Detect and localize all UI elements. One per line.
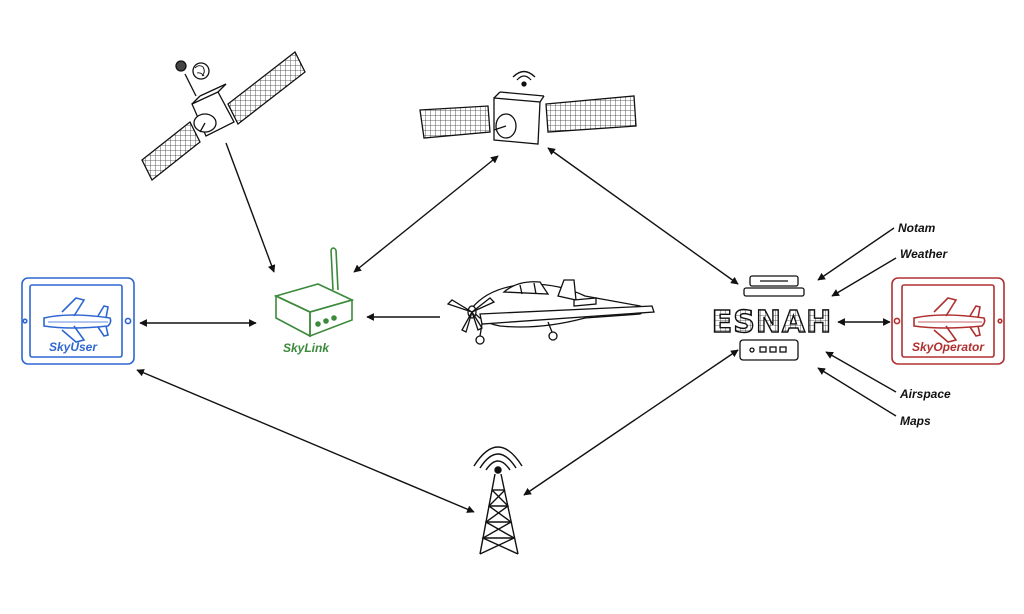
satellite-gps — [141, 51, 306, 182]
arrow-maps-to-esnah — [817, 367, 897, 417]
notam-label: Notam — [898, 221, 936, 235]
airplane-icon — [446, 279, 655, 345]
arrow-notam-to-esnah — [817, 227, 895, 281]
arrow-satellite-comm-skylink — [353, 155, 499, 273]
radio-tower-icon — [473, 446, 523, 555]
esnah-label: ESNAH — [712, 305, 833, 340]
skyuser-node: SkyUser — [21, 277, 135, 365]
arrow-satellite-gps-to-skylink — [225, 142, 276, 273]
satellite-icon — [419, 70, 637, 145]
server-icon — [739, 275, 805, 361]
arrow-airspace-to-esnah — [825, 351, 897, 393]
aircraft-node — [446, 279, 655, 345]
arrow-satellite-comm-esnah — [547, 147, 739, 285]
skyuser-label: SkyUser — [49, 340, 98, 354]
satellite-icon — [141, 51, 306, 182]
skylink-node: SkyLink — [273, 247, 355, 355]
tower-node — [473, 446, 523, 555]
skyoperator-node: SkyOperator — [891, 277, 1005, 365]
esnah-node: ESNAH — [711, 275, 833, 361]
maps-label: Maps — [900, 414, 931, 428]
connection-arrows — [136, 142, 897, 513]
arrow-weather-to-esnah — [831, 257, 897, 297]
airplane-icon — [43, 297, 112, 343]
router-icon — [273, 247, 355, 338]
airplane-icon — [913, 297, 986, 343]
weather-label: Weather — [900, 247, 948, 261]
tablet-icon — [891, 277, 1005, 365]
arrow-esnah-tower — [523, 349, 739, 496]
tablet-icon — [21, 277, 135, 365]
arrow-skyuser-tower — [136, 369, 475, 513]
external-inputs: Notam Weather Airspace Maps — [898, 221, 951, 428]
airspace-label: Airspace — [899, 387, 951, 401]
satellite-comm — [419, 70, 637, 145]
skylink-label: SkyLink — [283, 341, 330, 355]
skyoperator-label: SkyOperator — [912, 340, 985, 354]
